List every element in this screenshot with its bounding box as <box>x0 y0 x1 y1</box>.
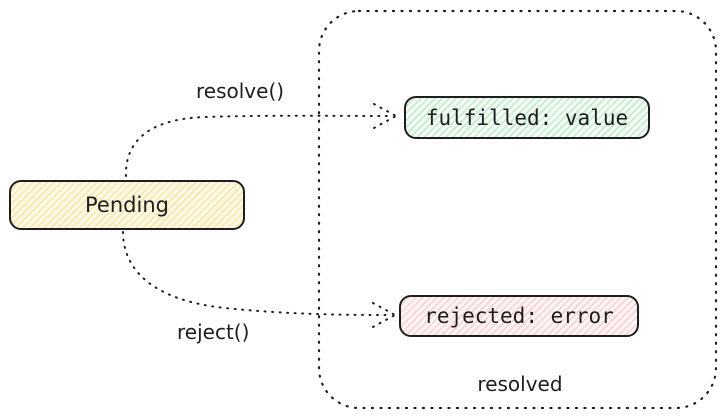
node-rejected-label: rejected: error <box>424 304 614 328</box>
resolve-arrow <box>124 103 397 177</box>
node-pending: Pending <box>9 180 245 230</box>
reject-arrow <box>122 231 396 328</box>
node-pending-label: Pending <box>85 193 169 217</box>
resolved-group-border <box>317 9 718 410</box>
reject-arrow-label: reject() <box>177 320 250 344</box>
resolve-arrow-label: resolve() <box>196 79 285 103</box>
node-fulfilled-label: fulfilled: value <box>425 105 629 130</box>
node-fulfilled: fulfilled: value <box>404 96 650 139</box>
resolved-group-label: resolved <box>477 372 563 396</box>
node-rejected: rejected: error <box>399 295 639 337</box>
